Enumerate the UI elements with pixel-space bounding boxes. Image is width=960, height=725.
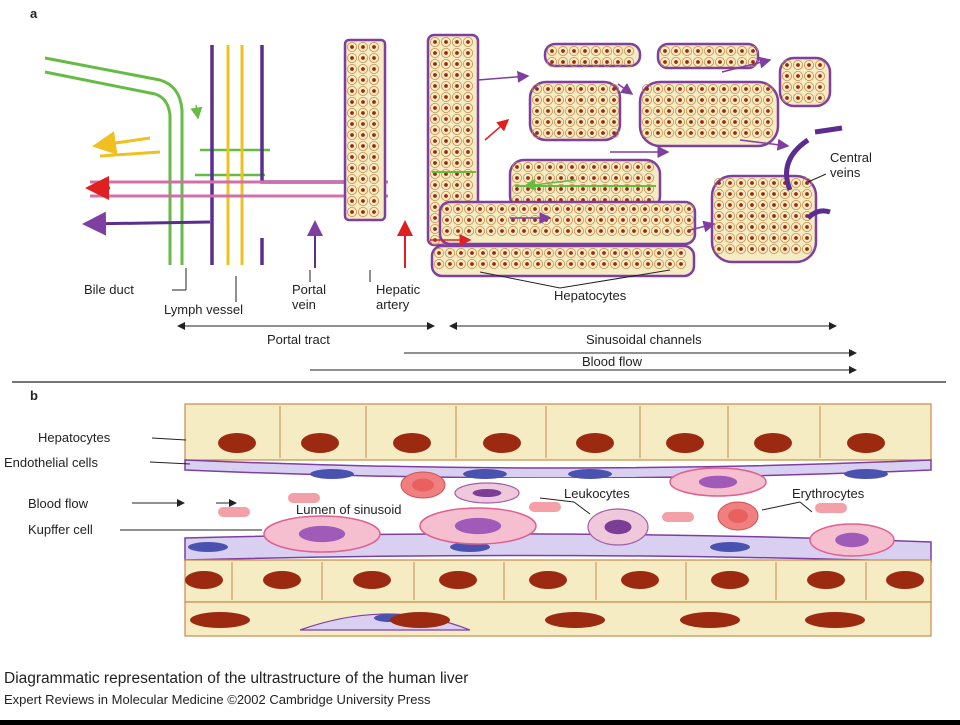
label-portal-vein-1: Portal [292, 282, 326, 297]
hepatocyte-nucleus [576, 433, 614, 453]
flow-arrows [430, 56, 790, 246]
label-erythrocytes: Erythrocytes [792, 486, 865, 501]
erythrocyte [662, 512, 694, 522]
label-leukocytes: Leukocytes [564, 486, 630, 501]
hepatocyte-nucleus [847, 433, 885, 453]
hepatocyte-nucleus [545, 612, 605, 628]
panel-b-cells [185, 406, 924, 628]
label-hepatocytes-b: Hepatocytes [38, 430, 111, 445]
central-veins [784, 125, 843, 220]
hepatocyte-nucleus [807, 571, 845, 589]
hepatocyte-plate [543, 42, 642, 68]
panel-b-letter: b [30, 388, 38, 403]
hepatocyte-nucleus [218, 433, 256, 453]
erythrocyte [288, 493, 320, 503]
hepatocyte-nucleus [621, 571, 659, 589]
erythrocyte [218, 507, 250, 517]
hepatocyte-nucleus [190, 612, 250, 628]
label-endothelial-cells: Endothelial cells [4, 455, 98, 470]
hepatocyte-plate [656, 42, 760, 70]
hepatocyte-nucleus [390, 612, 450, 628]
caption-source: Expert Reviews in Molecular Medicine ©20… [4, 692, 431, 707]
hepatocyte-nucleus [666, 433, 704, 453]
endothelial-nucleus [568, 469, 612, 479]
hepatocyte-nucleus [805, 612, 865, 628]
hepatocyte-nucleus [301, 433, 339, 453]
hepatocyte-nucleus [754, 433, 792, 453]
label-hepatic-artery-2: artery [376, 297, 410, 312]
hepatocyte-nucleus [353, 571, 391, 589]
endothelial-nucleus [310, 469, 354, 479]
panel-b-labels: Hepatocytes Endothelial cells Blood flow… [4, 430, 865, 537]
label-sinusoidal-channels: Sinusoidal channels [586, 332, 702, 347]
endothelial-nucleus [463, 469, 507, 479]
endothelial-nucleus [710, 542, 750, 552]
label-hepatocytes-a: Hepatocytes [554, 288, 627, 303]
hepatocyte-plate [528, 80, 622, 142]
panel-a-region-arrows: Portal tract Sinusoidal channels Blood f… [177, 322, 857, 374]
endothelial-nucleus [844, 469, 888, 479]
portal-tract-vessels [44, 45, 413, 268]
label-kupffer-cell: Kupffer cell [28, 522, 93, 537]
label-bile-duct: Bile duct [84, 282, 134, 297]
erythrocyte [815, 503, 847, 513]
hepatocyte-nucleus [263, 571, 301, 589]
erythrocyte [529, 502, 561, 512]
hepatocyte-nucleus [680, 612, 740, 628]
hepatocyte-nucleus [483, 433, 521, 453]
label-portal-tract: Portal tract [267, 332, 330, 347]
label-central-veins-2: veins [830, 165, 861, 180]
hepatocyte-nucleus [529, 571, 567, 589]
label-lymph-vessel: Lymph vessel [164, 302, 243, 317]
hepatocyte-plates [343, 33, 832, 278]
label-lumen-of-sinusoid: Lumen of sinusoid [296, 502, 402, 517]
panel-a-letter: a [30, 6, 38, 21]
label-hepatic-artery-1: Hepatic [376, 282, 421, 297]
label-blood-flow-b: Blood flow [28, 496, 89, 511]
hepatocyte-nucleus [185, 571, 223, 589]
hepatocyte-plate [638, 80, 780, 148]
hepatocyte-nucleus [711, 571, 749, 589]
hepatocyte-plate [343, 38, 387, 222]
hepatocyte-nucleus [439, 571, 477, 589]
hepatocyte-nucleus [886, 571, 924, 589]
hepatocyte-nucleus [393, 433, 431, 453]
label-blood-flow-a: Blood flow [582, 354, 643, 369]
endothelial-nucleus [188, 542, 228, 552]
label-portal-vein-2: vein [292, 297, 316, 312]
panel-a-labels: Bile duct Lymph vessel Portal vein Hepat… [84, 150, 872, 317]
caption-title: Diagrammatic representation of the ultra… [4, 670, 468, 687]
label-central-veins-1: Central [830, 150, 872, 165]
